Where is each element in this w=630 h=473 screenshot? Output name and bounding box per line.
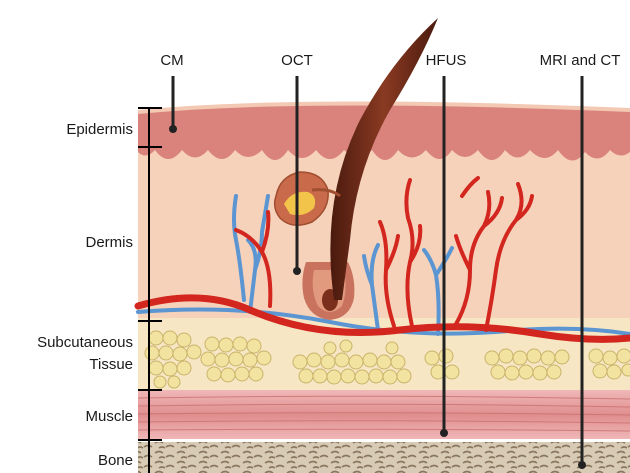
subcutaneous-label-line2: Tissue [89,356,133,373]
cm-label: CM [160,52,183,69]
cm-depth-marker [169,125,177,133]
hfus-depth-marker [440,429,448,437]
mri-ct-depth-marker [578,461,586,469]
bone-layer [138,442,630,473]
bone-label: Bone [98,452,133,469]
oct-label: OCT [281,52,313,69]
mri-ct-label: MRI and CT [540,52,621,69]
dermis-label: Dermis [86,234,134,251]
oct-depth-marker [293,267,301,275]
muscle-label: Muscle [85,408,133,425]
epidermis-label: Epidermis [66,121,133,138]
hfus-label: HFUS [426,52,467,69]
subcutaneous-label-line1: Subcutaneous [37,334,133,351]
